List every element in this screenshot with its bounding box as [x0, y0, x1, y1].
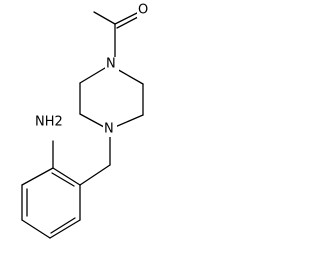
atom-labels: O N N NH2: [34, 3, 150, 137]
bond-ring-6: [79, 67, 106, 84]
acetyl-group: [93, 11, 139, 59]
bond-benzene-double-3: [50, 217, 76, 234]
bond-carbonyl-oxygen-b: [116, 16, 139, 29]
oxygen-atom-label: O: [138, 3, 148, 18]
bond-ring-1: [114, 67, 144, 85]
nitrogen-bottom-atom-label: N: [104, 122, 114, 137]
bond-benzene-4: [21, 219, 51, 239]
benzyl-linker: [79, 132, 111, 186]
bond-ring-3: [114, 114, 144, 128]
nitrogen-top-atom-label: N: [106, 57, 116, 72]
bond-benzene-5: [49, 219, 81, 239]
bond-ch2-aryl: [79, 164, 111, 186]
benzene-ring: [21, 167, 81, 239]
bond-benzene-2: [21, 167, 54, 186]
bond-ring-4: [79, 113, 105, 128]
bond-benzene-1: [52, 167, 81, 186]
piperazine-ring: [79, 67, 144, 128]
amine-atom-label: NH2: [35, 115, 63, 130]
structure-diagram: O N N NH2: [21, 3, 150, 239]
bond-methyl-carbonyl: [93, 11, 116, 25]
bond-carbonyl-oxygen-a: [114, 12, 138, 25]
bond-benzene-double-1: [51, 172, 75, 187]
